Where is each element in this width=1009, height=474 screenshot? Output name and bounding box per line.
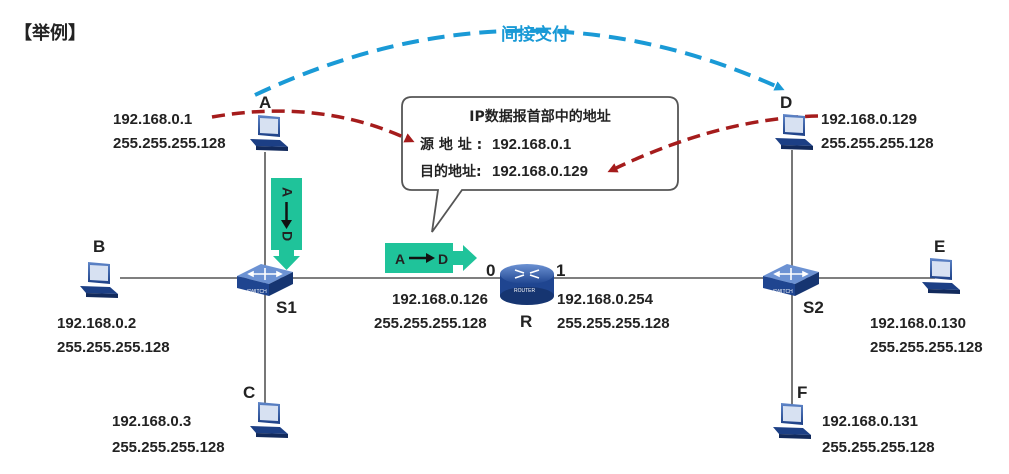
host-a-name: A — [259, 93, 271, 112]
packet-horizontal-from: A — [395, 251, 405, 267]
switch-icon — [237, 264, 293, 296]
host-d-ip: 192.168.0.129 — [821, 111, 917, 128]
packet-vertical-inner-arrow — [281, 220, 292, 229]
computer-icon — [775, 114, 813, 150]
router-icon — [500, 264, 554, 305]
packet-horizontal: A D — [385, 243, 477, 273]
router-r: ROUTER — [500, 264, 554, 305]
host-a-mask: 255.255.255.128 — [113, 135, 226, 152]
callout-dst-value: 192.168.0.129 — [492, 163, 588, 180]
callout-src-label: 源 地 址 : — [420, 136, 482, 153]
host-d-mask: 255.255.255.128 — [821, 135, 934, 152]
host-e-mask: 255.255.255.128 — [870, 339, 983, 356]
indirect-delivery-label: 间接交付 — [501, 24, 569, 45]
source-address-arrow — [211, 109, 415, 143]
packet-horizontal-arrowhead — [453, 245, 477, 271]
callout-src-value: 192.168.0.1 — [492, 136, 571, 153]
callout-dst-label: 目的地址: — [420, 163, 482, 180]
host-a — [250, 115, 288, 151]
router-port0-label: 0 — [486, 261, 495, 280]
router-port0-mask: 255.255.255.128 — [374, 315, 487, 332]
address-callout: IP数据报首部中的地址 源 地 址 : 192.168.0.1 目的地址: 19… — [401, 96, 679, 233]
router-device-text: ROUTER — [514, 288, 536, 294]
host-b-ip: 192.168.0.2 — [57, 315, 136, 332]
switch-s2-device-text: SWITCH — [773, 289, 793, 295]
heading: 【举例】 — [14, 22, 86, 44]
packet-horizontal-to: D — [438, 251, 448, 267]
indirect-delivery-arrow — [254, 28, 785, 97]
host-f — [773, 403, 811, 439]
host-c-mask: 255.255.255.128 — [112, 439, 225, 456]
host-d — [775, 114, 813, 150]
callout-bubble — [401, 96, 679, 233]
computer-icon — [773, 403, 811, 439]
packet-vertical-arrowhead — [273, 250, 300, 270]
host-e-ip: 192.168.0.130 — [870, 315, 966, 332]
switch-s1-label: S1 — [276, 298, 297, 317]
packet-vertical-from: A — [280, 187, 296, 197]
packet-vertical: A D — [271, 178, 302, 270]
host-a-ip: 192.168.0.1 — [113, 111, 192, 128]
host-b-name: B — [93, 237, 105, 256]
switch-s1-device-text: SWITCH — [247, 289, 267, 295]
host-b-mask: 255.255.255.128 — [57, 339, 170, 356]
host-f-ip: 192.168.0.131 — [822, 413, 918, 430]
router-label: R — [520, 312, 532, 331]
router-port1-ip: 192.168.0.254 — [557, 291, 654, 308]
host-c-ip: 192.168.0.3 — [112, 413, 191, 430]
switch-icon — [763, 264, 819, 296]
packet-vertical-to: D — [280, 231, 296, 241]
computer-icon — [80, 262, 118, 298]
switch-s1: SWITCH — [237, 264, 293, 296]
computer-icon — [250, 402, 288, 438]
host-f-mask: 255.255.255.128 — [822, 439, 935, 456]
callout-title: IP数据报首部中的地址 — [469, 108, 610, 125]
router-port1-mask: 255.255.255.128 — [557, 315, 670, 332]
router-port0-ip: 192.168.0.126 — [392, 291, 488, 308]
host-f-name: F — [797, 383, 807, 402]
host-c — [250, 402, 288, 438]
computer-icon — [922, 258, 960, 294]
host-e-name: E — [934, 237, 945, 256]
switch-s2-label: S2 — [803, 298, 824, 317]
switch-s2: SWITCH — [763, 264, 819, 296]
host-d-name: D — [780, 93, 792, 112]
router-port1-label: 1 — [556, 261, 565, 280]
host-c-name: C — [243, 383, 255, 402]
computer-icon — [250, 115, 288, 151]
packet-horizontal-inner-arrow — [426, 253, 435, 263]
host-e — [922, 258, 960, 294]
host-b — [80, 262, 118, 298]
